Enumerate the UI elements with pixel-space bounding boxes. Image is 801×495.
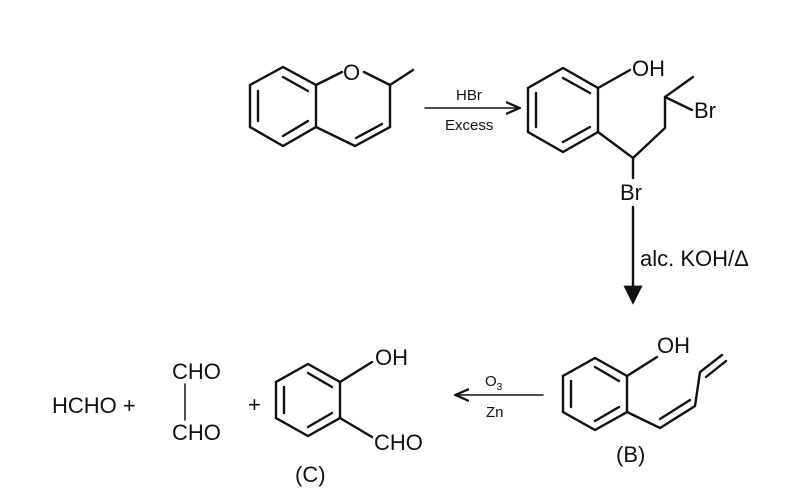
products: HCHO + CHO CHO + OH CHO (C) [52, 345, 423, 487]
reagent-ozone: O3 [485, 373, 503, 393]
dibromide-intermediate: OH Br Br [526, 56, 716, 205]
hydroxyl-label: OH [632, 56, 665, 81]
bromine-label-2: Br [620, 180, 642, 205]
reagent-alc-koh: alc. KOH/Δ [640, 246, 749, 271]
compound-c-label: (C) [295, 462, 326, 487]
hydroxyl-label-c: OH [375, 345, 408, 370]
reagent-hbr: HBr [456, 87, 482, 104]
reagent-zinc: Zn [486, 404, 504, 421]
plus-sign: + [248, 392, 261, 417]
aldehyde-label-c: CHO [374, 430, 423, 455]
reaction-arrow-ozonolysis: O3 Zn [457, 373, 544, 421]
reactant-chromene: O [248, 60, 415, 148]
reaction-arrow-koh: alc. KOH/Δ [623, 205, 749, 305]
compound-b-label: (B) [616, 442, 645, 467]
compound-b: OH (B) [561, 333, 728, 467]
bromine-label-1: Br [694, 98, 716, 123]
hydroxyl-label-b: OH [657, 333, 690, 358]
reaction-arrow-hbr: HBr Excess [424, 87, 518, 134]
reagent-excess: Excess [445, 117, 493, 134]
glyoxal-top: CHO [172, 359, 221, 384]
oxygen-atom: O [343, 60, 360, 85]
glyoxal-bottom: CHO [172, 420, 221, 445]
formaldehyde-label: HCHO + [52, 393, 136, 418]
